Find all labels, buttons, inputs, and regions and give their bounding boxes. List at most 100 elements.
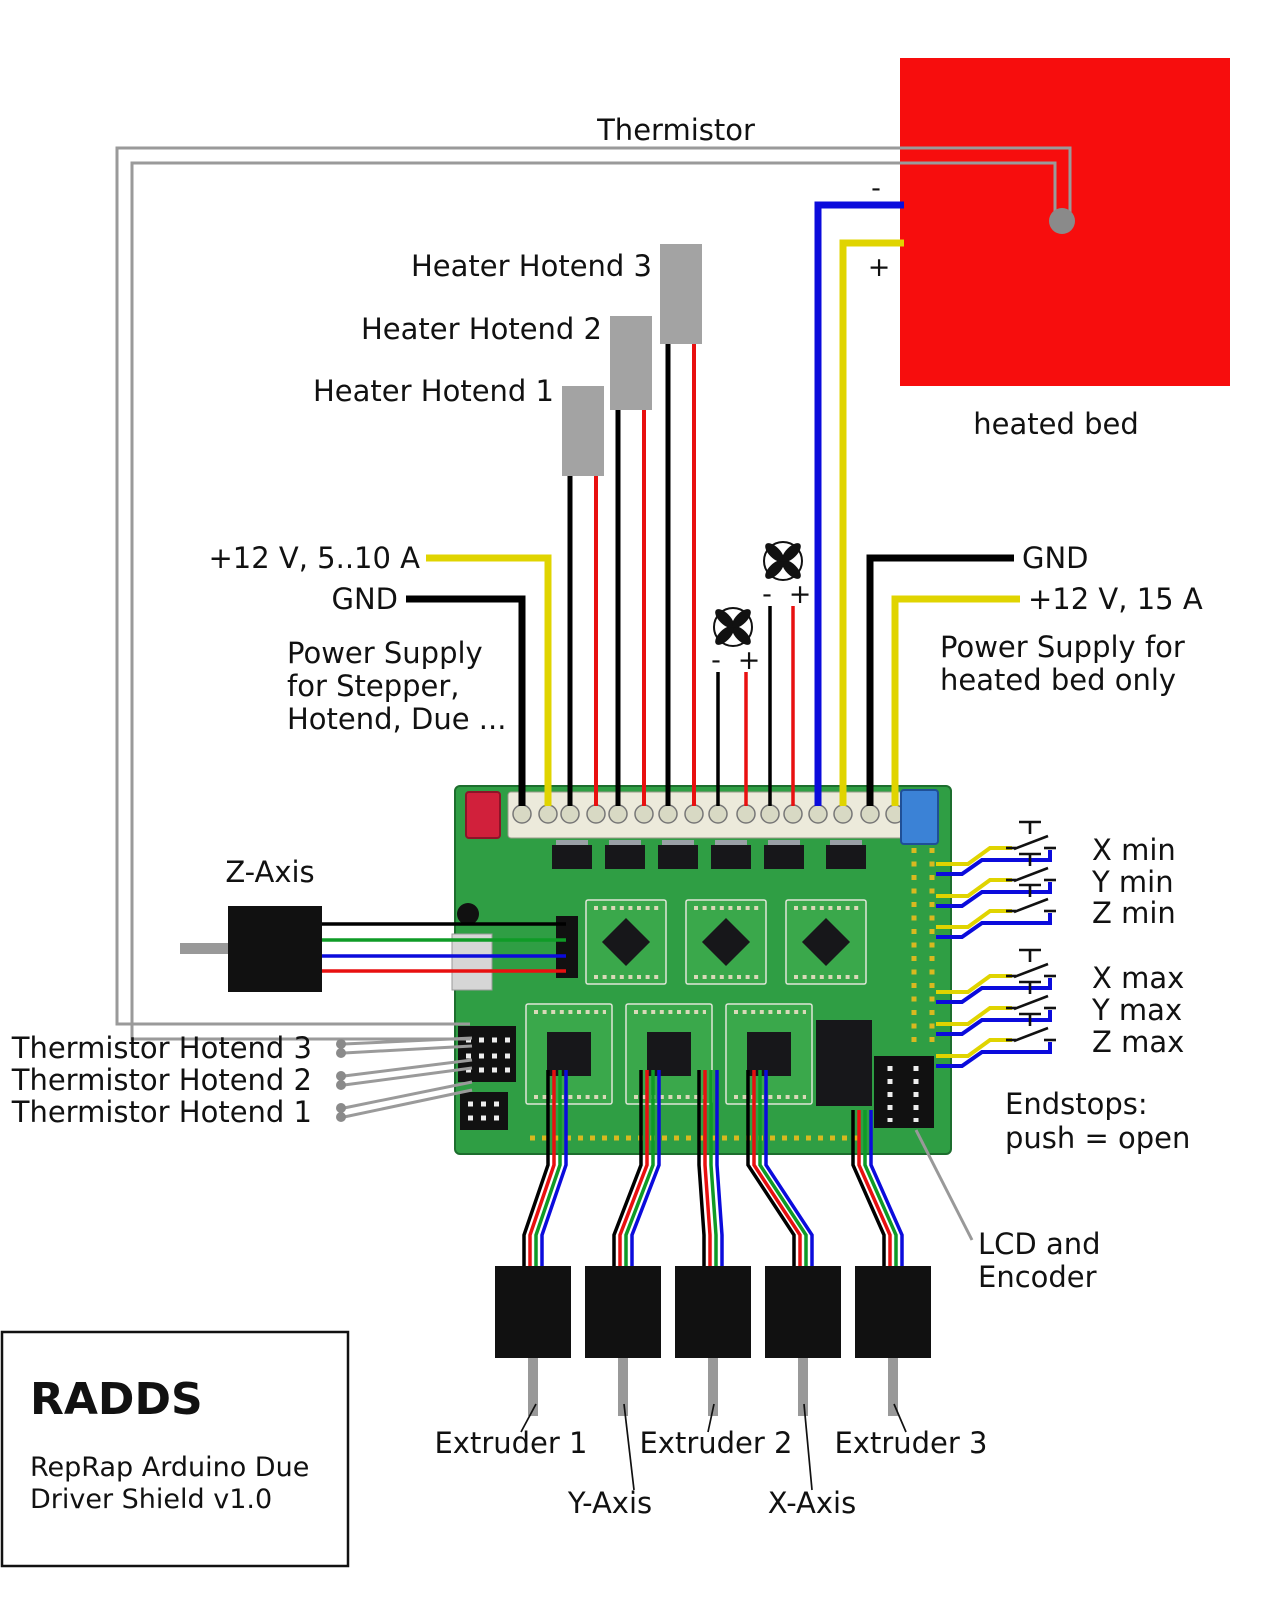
bed-psu-12v-label: +12 V, 15 A bbox=[1028, 582, 1203, 616]
stepper-driver-module bbox=[725, 1003, 813, 1105]
main-psu-gnd-label: GND bbox=[332, 582, 399, 616]
y-axis-wires bbox=[612, 1070, 661, 1268]
heater-hotend-3-block bbox=[660, 244, 702, 344]
extruder1-leader bbox=[520, 1403, 537, 1433]
endstop-label: X max bbox=[1092, 961, 1184, 995]
endstop-z-max: Z max bbox=[936, 1012, 1184, 1068]
mcu-chip bbox=[816, 1020, 872, 1106]
x-axis-leader bbox=[803, 1403, 813, 1491]
endstop-x-max: X max bbox=[936, 948, 1184, 1004]
fan1-minus-sign: - bbox=[711, 645, 721, 676]
endstop-y-max: Y max bbox=[936, 980, 1182, 1036]
extruder1-label: Extruder 1 bbox=[434, 1426, 587, 1460]
x-axis-wires bbox=[746, 1070, 814, 1268]
thermistor-label: Thermistor bbox=[596, 113, 755, 147]
diagram-subtitle-line1: RepRap Arduino Due bbox=[30, 1452, 309, 1483]
fan2-plus-sign: + bbox=[789, 579, 812, 610]
switch-icon bbox=[1006, 820, 1056, 851]
heater-hotend-3-label: Heater Hotend 3 bbox=[411, 249, 652, 283]
main-psu-caption-line1: Power Supply bbox=[287, 636, 483, 670]
stepper-driver-module bbox=[585, 899, 667, 985]
terminal-screws bbox=[512, 804, 905, 824]
aux-connector bbox=[460, 1092, 508, 1130]
fan1-plus-sign: + bbox=[738, 645, 761, 676]
extruder2-wires bbox=[697, 1070, 724, 1268]
fuse-red bbox=[465, 791, 501, 839]
bed-minus-sign: - bbox=[871, 173, 881, 204]
main-psu-caption-line3: Hotend, Due ... bbox=[287, 702, 506, 736]
bed-psu-caption-line1: Power Supply for bbox=[940, 630, 1185, 664]
extruder1-motor bbox=[495, 1266, 571, 1416]
bed-psu-12v-wire bbox=[891, 595, 1020, 806]
endstops-caption-line2: push = open bbox=[1005, 1121, 1190, 1155]
diagram-title: RADDS bbox=[30, 1374, 203, 1425]
switch-icon bbox=[1006, 948, 1056, 979]
y-axis-label: Y-Axis bbox=[567, 1486, 652, 1520]
heater-hotend-1-label: Heater Hotend 1 bbox=[313, 374, 554, 408]
diagram-subtitle-line2: Driver Shield v1.0 bbox=[30, 1484, 272, 1515]
endstop-label: Z min bbox=[1092, 896, 1176, 930]
bed-plus-sign: + bbox=[868, 252, 891, 283]
heated-bed-label: heated bed bbox=[973, 407, 1139, 441]
bed-plus-wire bbox=[839, 239, 904, 806]
heater-hotend-1-block bbox=[562, 386, 604, 476]
endstop-label: Y max bbox=[1091, 993, 1182, 1027]
lcd-label-line1: LCD and bbox=[978, 1227, 1101, 1261]
extruder3-leader bbox=[893, 1403, 907, 1433]
heater-hotend-2-label: Heater Hotend 2 bbox=[361, 312, 602, 346]
y-axis-motor bbox=[585, 1266, 661, 1416]
heater-hotend-2-block bbox=[610, 316, 652, 410]
endstop-label: Y min bbox=[1091, 865, 1174, 899]
stepper-driver-module bbox=[785, 899, 867, 985]
sd-slot bbox=[451, 933, 493, 991]
radds-board bbox=[451, 785, 952, 1155]
z-motor-connector bbox=[556, 916, 578, 978]
y-axis-leader bbox=[623, 1403, 635, 1491]
endstops-caption-line1: Endstops: bbox=[1005, 1087, 1148, 1121]
extruder2-leader bbox=[707, 1403, 715, 1433]
extruder3-label: Extruder 3 bbox=[834, 1426, 987, 1460]
endstop-y-min: Y min bbox=[936, 852, 1174, 908]
x-axis-motor bbox=[765, 1266, 841, 1416]
lcd-leader-line bbox=[914, 1129, 974, 1241]
extruder3-motor bbox=[855, 1266, 931, 1416]
fan-icon bbox=[713, 607, 753, 647]
bed-psu-caption-line2: heated bed only bbox=[940, 663, 1176, 697]
speaker bbox=[457, 903, 479, 925]
lcd-connector bbox=[874, 1056, 934, 1128]
x-axis-label: X-Axis bbox=[768, 1486, 856, 1520]
main-psu-gnd-wire bbox=[406, 595, 526, 806]
thermistor-hotend-3-label: Thermistor Hotend 3 bbox=[11, 1031, 312, 1065]
z-axis-motor bbox=[180, 906, 322, 992]
extruder1-wires bbox=[522, 1070, 568, 1268]
bed-psu-gnd-label: GND bbox=[1022, 541, 1089, 575]
fan2-minus-sign: - bbox=[762, 579, 772, 610]
stepper-driver-module bbox=[525, 1003, 613, 1105]
thermistor-hotend-2-label: Thermistor Hotend 2 bbox=[11, 1063, 312, 1097]
bed-thermistor-wire bbox=[115, 146, 1075, 1041]
stepper-driver-module bbox=[685, 899, 767, 985]
main-psu-12v-wire bbox=[426, 554, 552, 806]
thermistor-sensor bbox=[1049, 208, 1075, 234]
z-axis-label: Z-Axis bbox=[225, 855, 314, 889]
switch-icon bbox=[1006, 883, 1056, 914]
aux-connector bbox=[458, 1026, 516, 1082]
bed-minus-wire bbox=[814, 201, 904, 806]
switch-icon bbox=[1006, 852, 1056, 883]
mosfets bbox=[552, 840, 866, 869]
main-psu-caption-line2: for Stepper, bbox=[287, 669, 460, 703]
extruder2-motor bbox=[675, 1266, 751, 1416]
main-psu-12v-label: +12 V, 5..10 A bbox=[208, 541, 420, 575]
extruder2-label: Extruder 2 bbox=[639, 1426, 792, 1460]
endstop-z-min: Z min bbox=[936, 883, 1176, 939]
extruder3-wires bbox=[851, 1110, 904, 1268]
thermistor-hotend-1-label: Thermistor Hotend 1 bbox=[11, 1095, 312, 1129]
fan-icon bbox=[763, 541, 803, 581]
endstop-label: X min bbox=[1092, 833, 1176, 867]
title-box: RADDS RepRap Arduino Due Driver Shield v… bbox=[0, 1330, 350, 1568]
switch-icon bbox=[1006, 980, 1056, 1011]
lcd-label-line2: Encoder bbox=[978, 1260, 1097, 1294]
endstop-label: Z max bbox=[1092, 1025, 1184, 1059]
